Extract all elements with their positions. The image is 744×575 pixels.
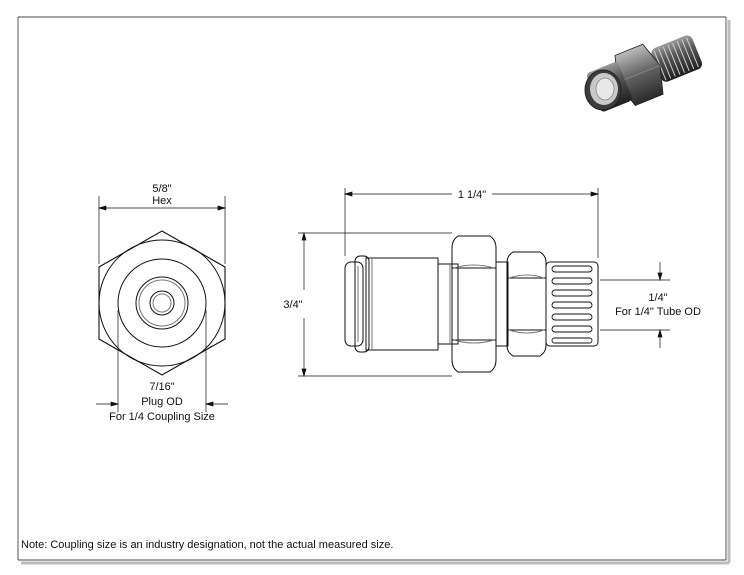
tube-od-label: For 1/4" Tube OD [615,306,701,318]
plug-od-label: Plug OD [141,396,183,408]
collet-sleeve [545,261,599,347]
tube-od-dimension [600,262,670,348]
tube-od-value: 1/4" [648,292,667,304]
drawing-frame [17,16,727,561]
plug-od-note: For 1/4 Coupling Size [109,411,215,423]
overall-length-label: 1 1/4" [458,189,486,201]
hex-label: Hex [152,195,172,207]
hex-outline [98,230,226,376]
coupling-size-note: Note: Coupling size is an industry desig… [21,539,394,551]
plug-od-value: 7/16" [149,381,174,393]
hex-width-label: 5/8" [152,183,171,195]
fitting-3d-preview [584,35,703,112]
plug-od-dimension [96,310,228,412]
frame-shadow [21,20,731,565]
plug-nose [344,261,364,347]
front-view [98,230,226,376]
nut-hex-side [506,251,547,357]
height-dimension [298,231,452,378]
plug-barrel [365,257,439,351]
bore-circle [149,290,175,316]
length-dimension [343,188,600,258]
hex-dimension [97,196,227,264]
hex-chamfer-circle [98,239,226,367]
main-hex-side [451,235,497,373]
plug-od-circle [117,258,207,348]
side-view [344,235,599,373]
overall-height-label: 3/4" [283,299,302,311]
